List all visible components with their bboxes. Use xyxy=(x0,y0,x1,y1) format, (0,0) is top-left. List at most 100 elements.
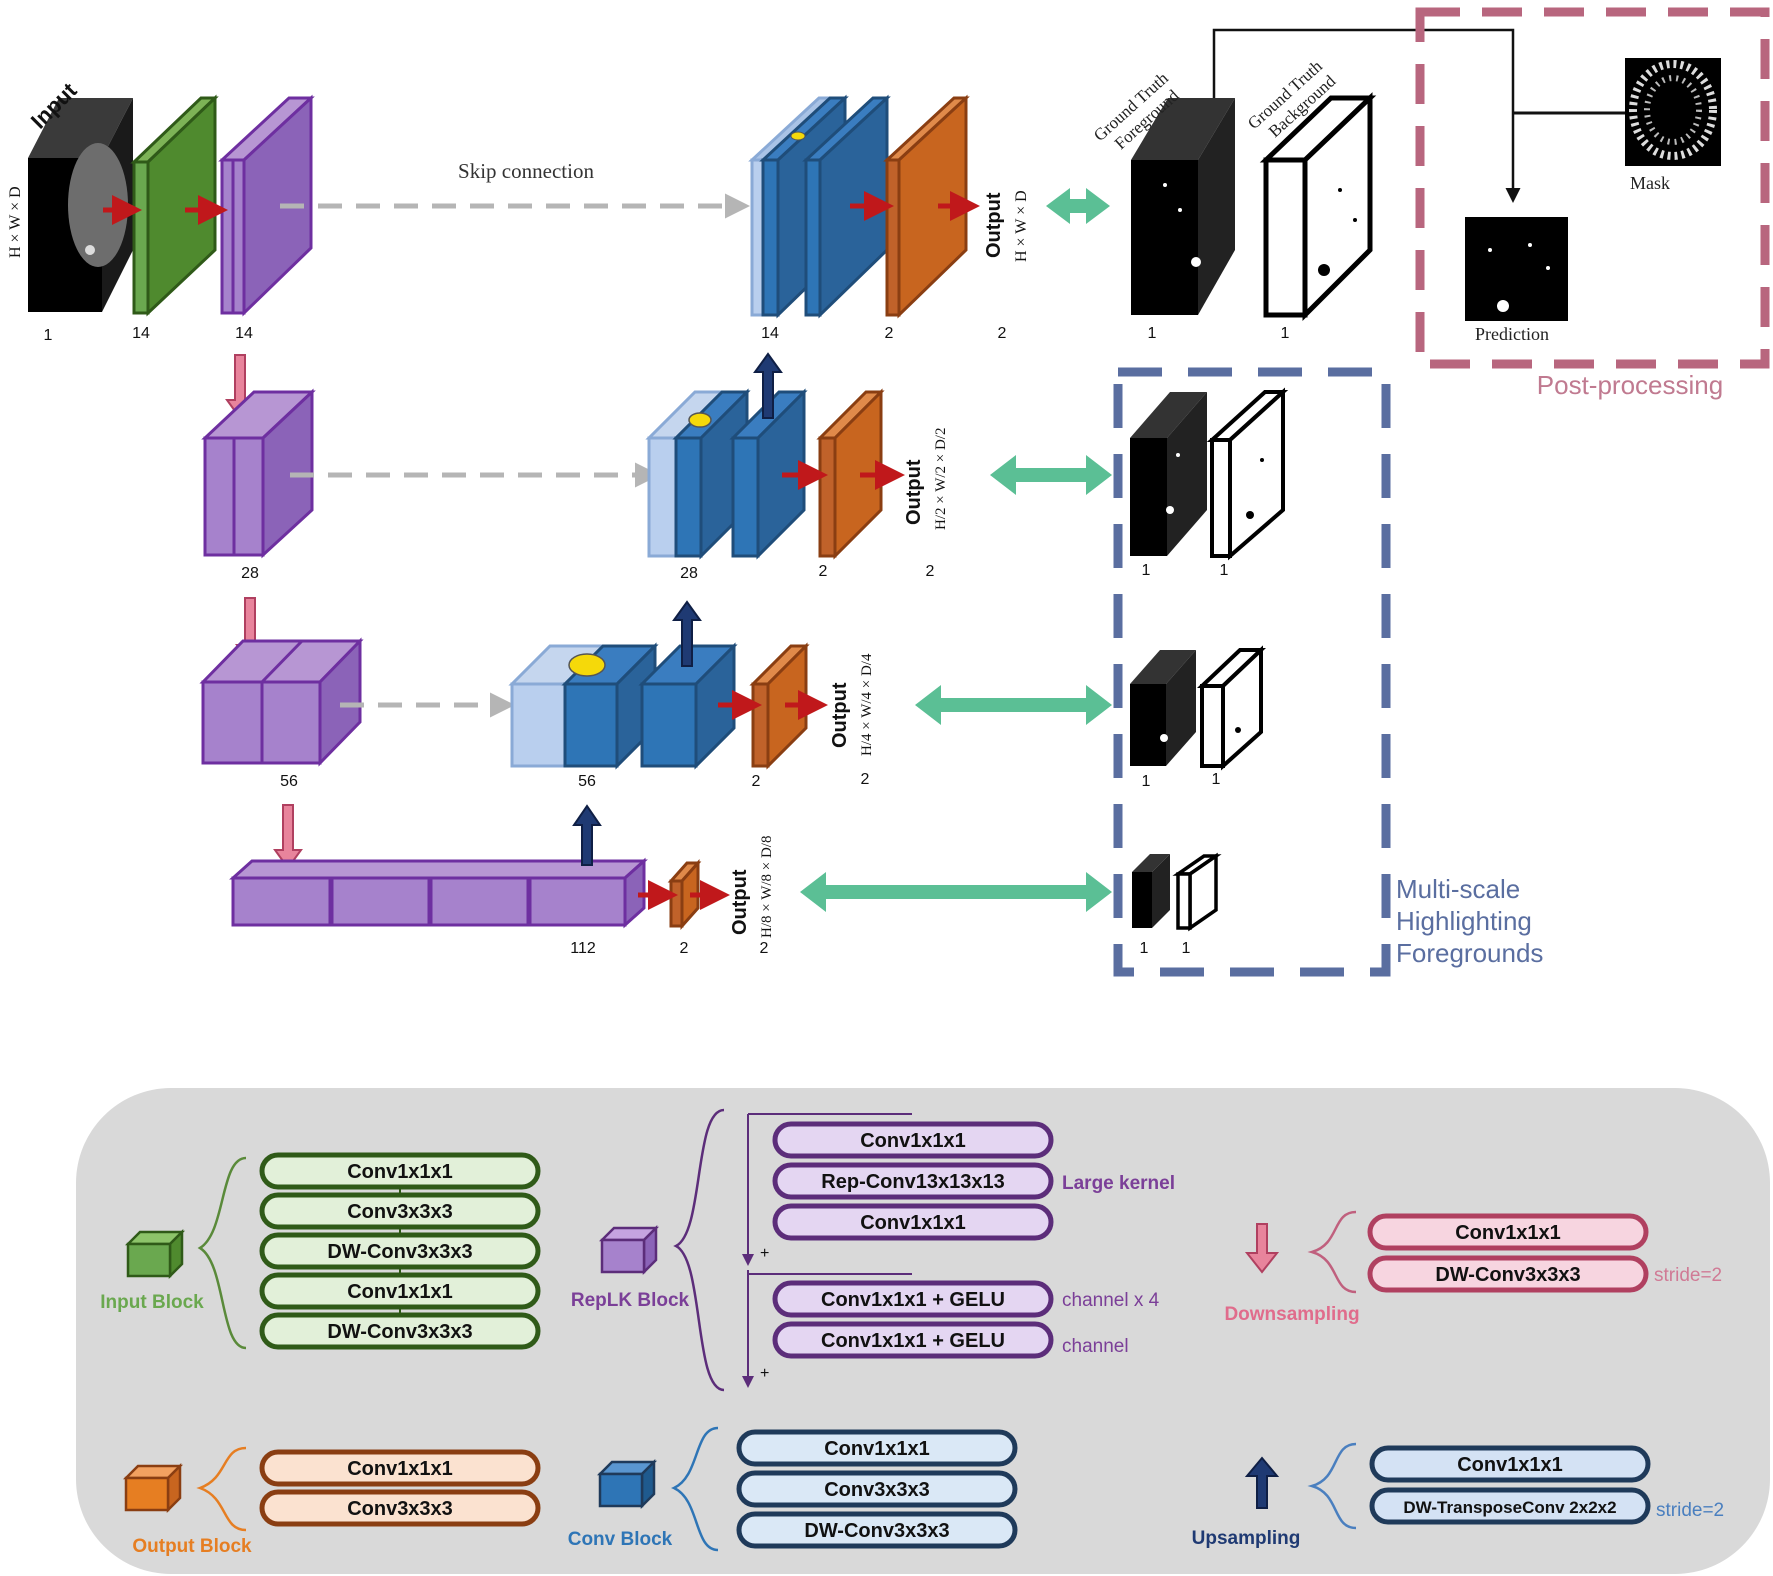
output-block-legend: Output Block Conv1x1x1 Conv3x3x3 xyxy=(122,1446,541,1557)
replk-volume-3 xyxy=(199,637,364,767)
conv-volume-1 xyxy=(748,94,891,319)
compare-arrow-1 xyxy=(1046,188,1110,224)
downsampling-name: Downsampling xyxy=(1224,1304,1359,1325)
replk-item: Conv1x1x1 + GELU xyxy=(821,1289,1005,1311)
downsampling-item: Conv1x1x1 xyxy=(1455,1222,1561,1244)
channel-x4-note: channel x 4 xyxy=(1062,1290,1160,1311)
post-processing-label: Post-processing xyxy=(1537,370,1723,400)
replk-item: Conv1x1x1 + GELU xyxy=(821,1330,1005,1352)
conv-volume-2 xyxy=(645,388,808,560)
count: 2 xyxy=(752,773,761,790)
replk-item: Rep-Conv13x13x13 xyxy=(821,1171,1004,1193)
upsample-arrow xyxy=(672,600,702,667)
output-dims-4: H/8 × W/8 × D/8 xyxy=(759,836,775,938)
output-volume-2 xyxy=(816,388,885,560)
input-item: DW-Conv3x3x3 xyxy=(327,1321,472,1343)
replk-volume-2 xyxy=(201,388,316,559)
input-volume xyxy=(28,98,133,312)
row-3: Output H/4 × W/4 × D/4 56 56 2 2 1 1 xyxy=(199,597,1267,790)
conv-item: Conv1x1x1 xyxy=(824,1438,930,1460)
upsampling-item: DW-TransposeConv 2x2x2 xyxy=(1403,1498,1616,1517)
legend-panel: Input Block Conv1x1x1 Conv3x3x3 DW-Conv3… xyxy=(76,1088,1770,1574)
output-block-name: Output Block xyxy=(132,1536,252,1557)
replk-item: Conv1x1x1 xyxy=(860,1212,966,1234)
count: 14 xyxy=(132,325,150,342)
count: 1 xyxy=(1212,771,1221,788)
count: 2 xyxy=(926,563,935,580)
downsample-arrow xyxy=(273,804,303,870)
output-item: Conv1x1x1 xyxy=(347,1458,453,1480)
input-block-name: Input Block xyxy=(100,1292,204,1313)
output-dims-3: H/4 × W/4 × D/4 xyxy=(859,653,875,756)
output-label-2: Output xyxy=(903,459,925,525)
compare-arrow-2 xyxy=(990,455,1112,495)
conv-item: Conv3x3x3 xyxy=(824,1479,930,1501)
plus-sign: + xyxy=(760,1365,769,1382)
compare-arrow-4 xyxy=(800,872,1112,912)
count: 1 xyxy=(1140,940,1149,957)
gt-background-1 xyxy=(1259,92,1377,322)
large-kernel-note: Large kernel xyxy=(1062,1173,1175,1194)
replk-volume-1 xyxy=(218,94,315,317)
input-item: Conv3x3x3 xyxy=(347,1201,453,1223)
count: 112 xyxy=(570,940,596,957)
compare-arrow-3 xyxy=(915,685,1112,725)
count: 1 xyxy=(1142,562,1151,579)
upsample-arrow xyxy=(753,352,783,419)
input-item: Conv1x1x1 xyxy=(347,1161,453,1183)
output-label-3: Output xyxy=(829,682,851,748)
count: 56 xyxy=(578,773,596,790)
prediction-image xyxy=(1465,217,1568,321)
multiscale-box xyxy=(1113,367,1391,977)
channel-note: channel xyxy=(1062,1336,1129,1357)
count: 56 xyxy=(280,773,298,790)
count: 14 xyxy=(235,325,253,342)
conv-block-name: Conv Block xyxy=(568,1529,673,1550)
downsampling-stride: stride=2 xyxy=(1654,1265,1722,1286)
replk-block-legend: RepLK Block + + xyxy=(571,1108,912,1392)
row-4: Output H/8 × W/8 × D/8 112 2 2 1 1 xyxy=(229,804,1222,957)
count: 1 xyxy=(44,327,53,344)
output-label-1: Output xyxy=(983,192,1005,258)
count: 1 xyxy=(1142,773,1151,790)
output-label-4: Output xyxy=(729,869,751,935)
row-2: Output H/2 × W/2 × D/2 28 28 2 2 1 1 xyxy=(201,352,1289,582)
input-dims: H × W × D xyxy=(7,186,24,258)
upsample-arrow xyxy=(572,804,602,866)
gt-foreground-1 xyxy=(1131,98,1235,315)
brain-slice-image xyxy=(68,143,128,267)
mask-label: Mask xyxy=(1630,173,1670,193)
replk-volume-4 xyxy=(229,857,648,929)
count: 2 xyxy=(680,940,689,957)
count: 2 xyxy=(885,325,894,342)
input-block-items: Conv1x1x1 Conv3x3x3 DW-Conv3x3x3 Conv1x1… xyxy=(259,1152,541,1350)
conv-volume-3 xyxy=(508,642,738,770)
row-1: Input H × W × D Skip connection xyxy=(7,7,1770,400)
input-block-volume xyxy=(130,94,219,317)
output-dims-1: H × W × D xyxy=(1013,190,1030,262)
downsampling-item: DW-Conv3x3x3 xyxy=(1435,1264,1580,1286)
count: 1 xyxy=(1220,562,1229,579)
gt-foreground-4 xyxy=(1132,854,1170,928)
count: 28 xyxy=(680,565,698,582)
count: 28 xyxy=(241,565,259,582)
gt-background-4 xyxy=(1172,852,1222,932)
count: 1 xyxy=(1281,325,1290,342)
gt-foreground-3 xyxy=(1130,650,1196,766)
replk-item: Conv1x1x1 xyxy=(860,1130,966,1152)
upsampling-stride: stride=2 xyxy=(1656,1500,1724,1521)
downsampling-legend: Downsampling Conv1x1x1 DW-Conv3x3x3 stri… xyxy=(1224,1210,1722,1325)
input-item: DW-Conv3x3x3 xyxy=(327,1241,472,1263)
output-item: Conv3x3x3 xyxy=(347,1498,453,1520)
count: 2 xyxy=(760,940,769,957)
gt-background-3 xyxy=(1196,645,1267,771)
count: 14 xyxy=(761,325,779,342)
input-block-legend: Input Block xyxy=(100,1156,401,1350)
upsampling-name: Upsampling xyxy=(1192,1528,1301,1549)
count: 2 xyxy=(819,563,828,580)
plus-sign: + xyxy=(760,1245,769,1262)
count: 1 xyxy=(1182,940,1191,957)
count: 2 xyxy=(998,325,1007,342)
mask-image xyxy=(1625,58,1721,166)
